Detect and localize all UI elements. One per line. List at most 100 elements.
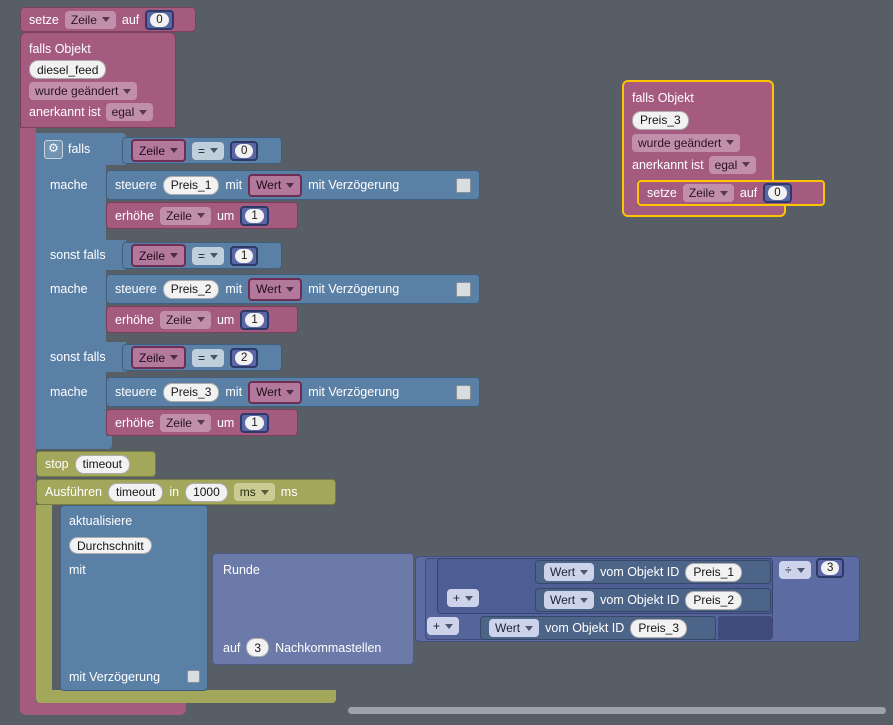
digits-field[interactable]: 3 <box>246 638 270 657</box>
variable-dropdown[interactable]: Zeile <box>159 310 211 329</box>
number-shadow-block[interactable]: 0 <box>230 140 259 161</box>
variable-dropdown-label: Zeile <box>165 208 192 223</box>
variable-label: Zeile <box>139 248 166 263</box>
operator-dropdown[interactable]: = <box>192 246 225 265</box>
delay-checkbox[interactable] <box>187 670 200 683</box>
attribute-dropdown[interactable]: Wert <box>544 563 595 581</box>
number-field[interactable]: 2 <box>235 350 254 365</box>
control-state-block[interactable]: steuere Preis_1 mit Wert mit Verzögerung <box>106 170 480 200</box>
round-to-label: auf <box>223 640 241 655</box>
control-state-block[interactable]: steuere Preis_3 mit Wert mit Verzögerung <box>106 377 480 407</box>
object-id-field[interactable]: Preis_3 <box>632 110 689 130</box>
get-object-value-block[interactable]: Wert vom Objekt ID Preis_1 <box>535 560 771 584</box>
set-keyword-label: setze <box>647 186 677 200</box>
value-block[interactable]: Wert <box>248 173 303 197</box>
comparison-block[interactable]: Zeile = 2 <box>122 344 282 371</box>
if-block-column[interactable] <box>36 133 106 449</box>
object-id-field[interactable]: Preis_1 <box>685 562 742 582</box>
object-id-field[interactable]: Preis_3 <box>630 618 687 638</box>
increment-variable-block[interactable]: erhöhe Zeile um 1 <box>106 306 298 333</box>
value-block[interactable]: Wert <box>248 277 303 301</box>
if-block-header[interactable] <box>36 133 126 165</box>
increment-variable-block[interactable]: erhöhe Zeile um 1 <box>106 202 298 229</box>
mutator-gear-icon[interactable]: ⚙ <box>44 140 63 159</box>
variable-dropdown[interactable]: Zeile <box>682 184 734 202</box>
execute-timeout-block[interactable]: Ausführen timeout in 1000 ms ms <box>36 479 336 505</box>
ack-dropdown[interactable]: egal <box>708 155 757 174</box>
variable-block[interactable]: Zeile <box>131 139 187 162</box>
plus-operator-dropdown[interactable]: + <box>427 617 460 635</box>
trigger-on-change-block[interactable]: falls Objekt diesel_feed wurde geändert … <box>20 32 176 128</box>
delay-checkbox[interactable] <box>456 177 471 193</box>
change-type-dropdown[interactable]: wurde geändert <box>632 133 741 152</box>
get-object-value-block[interactable]: Wert vom Objekt ID Preis_3 <box>480 616 716 640</box>
if-label: falls <box>68 142 91 156</box>
attribute-dropdown[interactable]: Wert <box>544 591 595 609</box>
attribute-dropdown[interactable]: Wert <box>489 619 540 637</box>
object-id-field[interactable]: Preis_2 <box>162 279 220 299</box>
unit-label: ms <box>239 485 256 499</box>
trigger-on-change-block-selected[interactable]: falls Objekt Preis_3 wurde geändert aner… <box>622 80 774 180</box>
set-variable-block-selected[interactable]: setze Zeile auf 0 <box>637 180 825 206</box>
control-keyword-label: steuere <box>115 282 157 296</box>
timeout-name-field[interactable]: timeout <box>74 454 130 474</box>
set-variable-block-top[interactable]: setze Zeile auf 0 <box>20 7 196 32</box>
number-shadow-block[interactable]: 0 <box>145 9 174 30</box>
variable-block[interactable]: Zeile <box>131 346 187 369</box>
ack-label: anerkannt ist <box>29 105 101 120</box>
control-state-block[interactable]: steuere Preis_2 mit Wert mit Verzögerung <box>106 274 480 304</box>
stop-timeout-block[interactable]: stop timeout <box>36 451 156 477</box>
variable-dropdown[interactable]: Zeile <box>159 206 211 225</box>
round-keyword-label: Runde <box>223 563 260 577</box>
value-block[interactable]: Wert <box>248 380 303 404</box>
variable-dropdown[interactable]: Zeile <box>64 10 116 29</box>
if-block-foot <box>36 436 112 449</box>
number-field[interactable]: 0 <box>150 12 169 27</box>
number-field[interactable]: 0 <box>235 143 254 158</box>
number-field[interactable]: 1 <box>245 208 264 223</box>
object-id-field[interactable]: Preis_3 <box>162 382 220 402</box>
number-shadow-block[interactable]: 1 <box>230 245 259 266</box>
variable-label: Zeile <box>139 350 166 365</box>
number-field[interactable]: 1 <box>245 312 264 327</box>
ack-dropdown[interactable]: egal <box>105 103 154 122</box>
horizontal-scrollbar[interactable] <box>348 707 886 714</box>
increment-variable-block[interactable]: erhöhe Zeile um 1 <box>106 409 298 436</box>
delay-checkbox[interactable] <box>456 281 471 297</box>
variable-dropdown[interactable]: Zeile <box>159 413 211 432</box>
object-id-field[interactable]: Preis_1 <box>162 175 220 195</box>
comparison-block[interactable]: Zeile = 0 <box>122 137 282 164</box>
ack-value-label: egal <box>111 105 135 120</box>
chevron-down-icon <box>170 148 179 153</box>
number-shadow-block[interactable]: 0 <box>763 183 792 203</box>
variable-block[interactable]: Zeile <box>131 244 187 267</box>
number-shadow-block[interactable]: 1 <box>240 309 269 330</box>
divide-operator-dropdown[interactable]: ÷ <box>779 561 811 579</box>
plus-operator-dropdown[interactable]: + <box>447 589 480 607</box>
operator-dropdown[interactable]: = <box>192 348 225 367</box>
operator-label: = <box>198 143 206 158</box>
number-shadow-block[interactable]: 1 <box>240 412 269 433</box>
operator-dropdown[interactable]: = <box>192 141 225 160</box>
number-field[interactable]: 1 <box>235 248 254 263</box>
get-object-value-block[interactable]: Wert vom Objekt ID Preis_2 <box>535 588 771 612</box>
timeout-value-field[interactable]: 1000 <box>185 482 228 502</box>
number-shadow-block[interactable]: 1 <box>240 205 269 226</box>
number-field[interactable]: 3 <box>821 561 840 575</box>
number-field[interactable]: 1 <box>245 415 264 430</box>
execute-block-spine <box>36 505 52 691</box>
number-field[interactable]: 0 <box>768 186 787 200</box>
object-id-field[interactable]: diesel_feed <box>29 60 107 80</box>
object-id-field[interactable]: Preis_2 <box>685 590 742 610</box>
round-block[interactable]: Runde auf 3 Nachkommastellen <box>212 553 414 665</box>
change-type-dropdown[interactable]: wurde geändert <box>29 82 138 101</box>
delay-checkbox[interactable] <box>456 384 471 400</box>
comparison-block[interactable]: Zeile = 1 <box>122 242 282 269</box>
timeout-name-field[interactable]: timeout <box>107 482 164 502</box>
number-shadow-block[interactable]: 3 <box>816 558 845 578</box>
update-state-block[interactable]: aktualisiere Durchschnitt mit mit Verzög… <box>60 505 208 691</box>
unit-dropdown[interactable]: ms <box>233 483 275 501</box>
object-id-field[interactable]: Durchschnitt <box>69 537 152 554</box>
number-shadow-block[interactable]: 2 <box>230 347 259 368</box>
